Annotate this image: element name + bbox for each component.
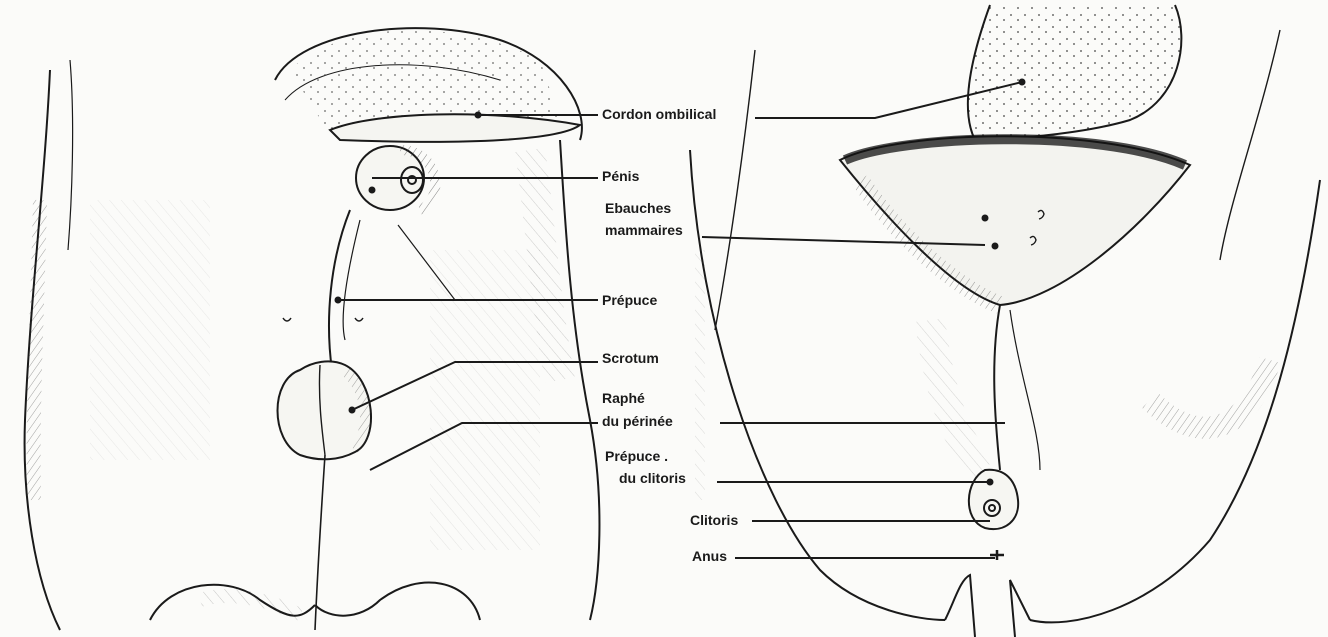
label-penis: Pénis — [600, 168, 641, 184]
label-raphe-line2: du périnée — [600, 413, 675, 429]
female-figure — [690, 5, 1320, 637]
label-scrotum: Scrotum — [600, 350, 661, 366]
label-anus: Anus — [690, 548, 729, 564]
label-clitoris: Clitoris — [688, 512, 740, 528]
label-raphe-line1: Raphé — [600, 390, 647, 406]
label-ebauches-line1: Ebauches — [603, 200, 673, 216]
label-ebauches-line2: mammaires — [603, 222, 685, 238]
label-prepuce-clitoris-line1: Prépuce . — [603, 448, 670, 464]
label-prepuce: Prépuce — [600, 292, 659, 308]
label-cordon-ombilical: Cordon ombilical — [600, 106, 718, 122]
male-figure — [25, 28, 600, 630]
label-prepuce-clitoris-line2: du clitoris — [617, 470, 688, 486]
